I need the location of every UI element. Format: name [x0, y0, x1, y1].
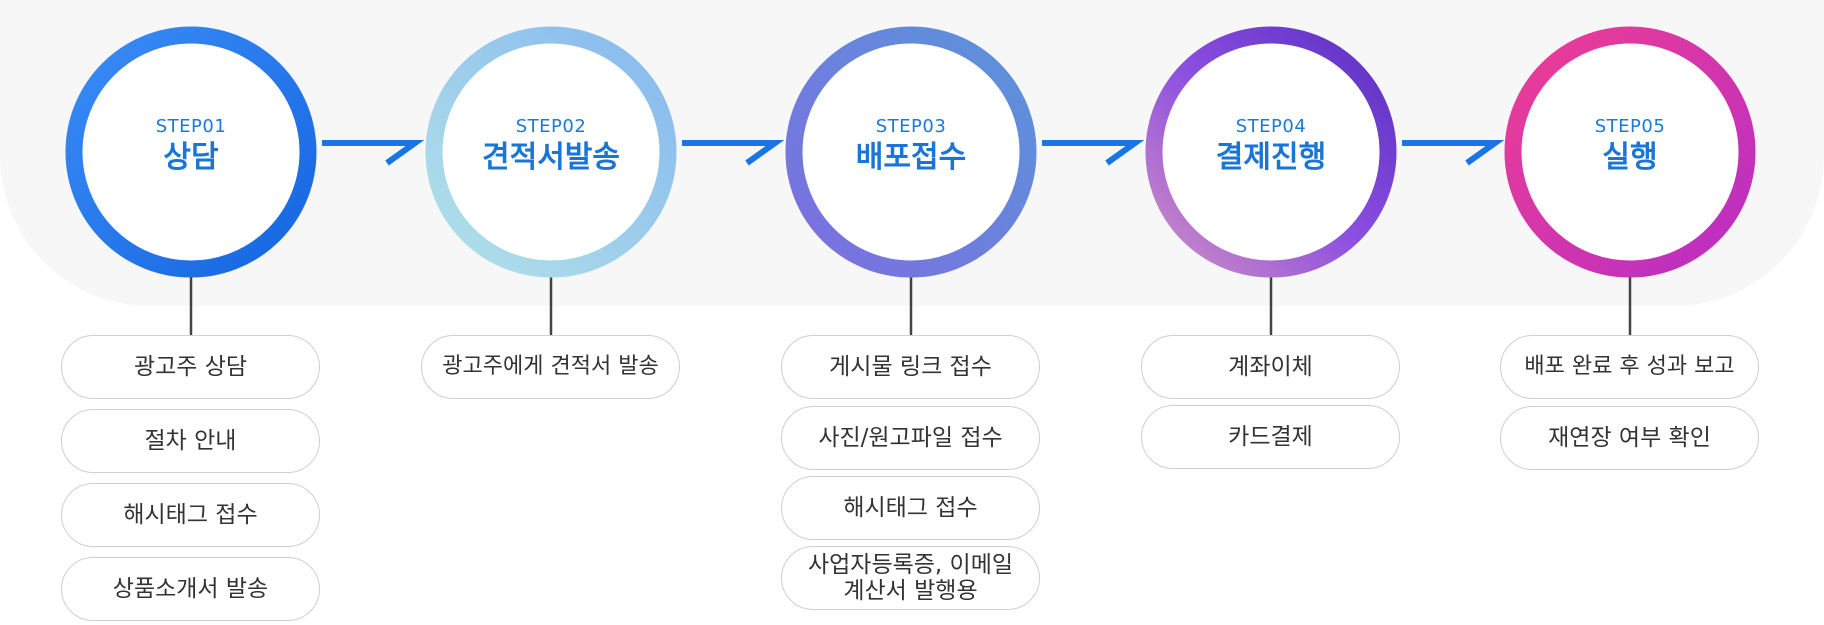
step01-title: 상담: [163, 140, 219, 175]
step04-number: STEP04: [1235, 116, 1307, 137]
step05-number: STEP05: [1594, 116, 1666, 137]
step04-item: 계좌이체: [1141, 335, 1400, 399]
step05-item: 재연장 여부 확인: [1500, 406, 1759, 470]
step04-title: 결제진행: [1215, 140, 1327, 175]
step05-title: 실행: [1602, 140, 1658, 175]
step02-head: STEP02 견적서발송: [446, 116, 656, 176]
ring-step05: [1504, 26, 1756, 278]
step02-title: 견적서발송: [482, 140, 620, 175]
step03-item: 사진/원고파일 접수: [781, 406, 1040, 470]
step04-item: 카드결제: [1141, 405, 1400, 469]
step05-head: STEP05 실행: [1525, 116, 1735, 176]
arrow-1-to-2: [322, 140, 425, 166]
step04-head: STEP04 결제진행: [1166, 116, 1376, 176]
step01-item: 해시태그 접수: [61, 483, 320, 547]
ring-step01: [65, 26, 317, 278]
arrow-3-to-4: [1042, 140, 1145, 166]
step05-item: 배포 완료 후 성과 보고: [1500, 335, 1759, 399]
step03-head: STEP03 배포접수: [806, 116, 1016, 176]
step03-title: 배포접수: [855, 140, 967, 175]
ring-step02: [425, 26, 677, 278]
ring-step03: [785, 26, 1037, 278]
step02-item: 광고주에게 견적서 발송: [421, 335, 680, 399]
step03-item: 사업자등록증, 이메일 계산서 발행용: [781, 546, 1040, 610]
step03-number: STEP03: [875, 116, 947, 137]
arrow-2-to-3: [682, 140, 785, 166]
arrow-4-to-5: [1402, 140, 1505, 166]
step01-item: 절차 안내: [61, 409, 320, 473]
ring-step04: [1145, 26, 1397, 278]
step03-item: 해시태그 접수: [781, 476, 1040, 540]
step01-item: 광고주 상담: [61, 335, 320, 399]
step01-head: STEP01 상담: [86, 116, 296, 176]
step02-number: STEP02: [515, 116, 587, 137]
step03-item: 게시물 링크 접수: [781, 335, 1040, 399]
step01-number: STEP01: [155, 116, 227, 137]
step01-item: 상품소개서 발송: [61, 557, 320, 621]
